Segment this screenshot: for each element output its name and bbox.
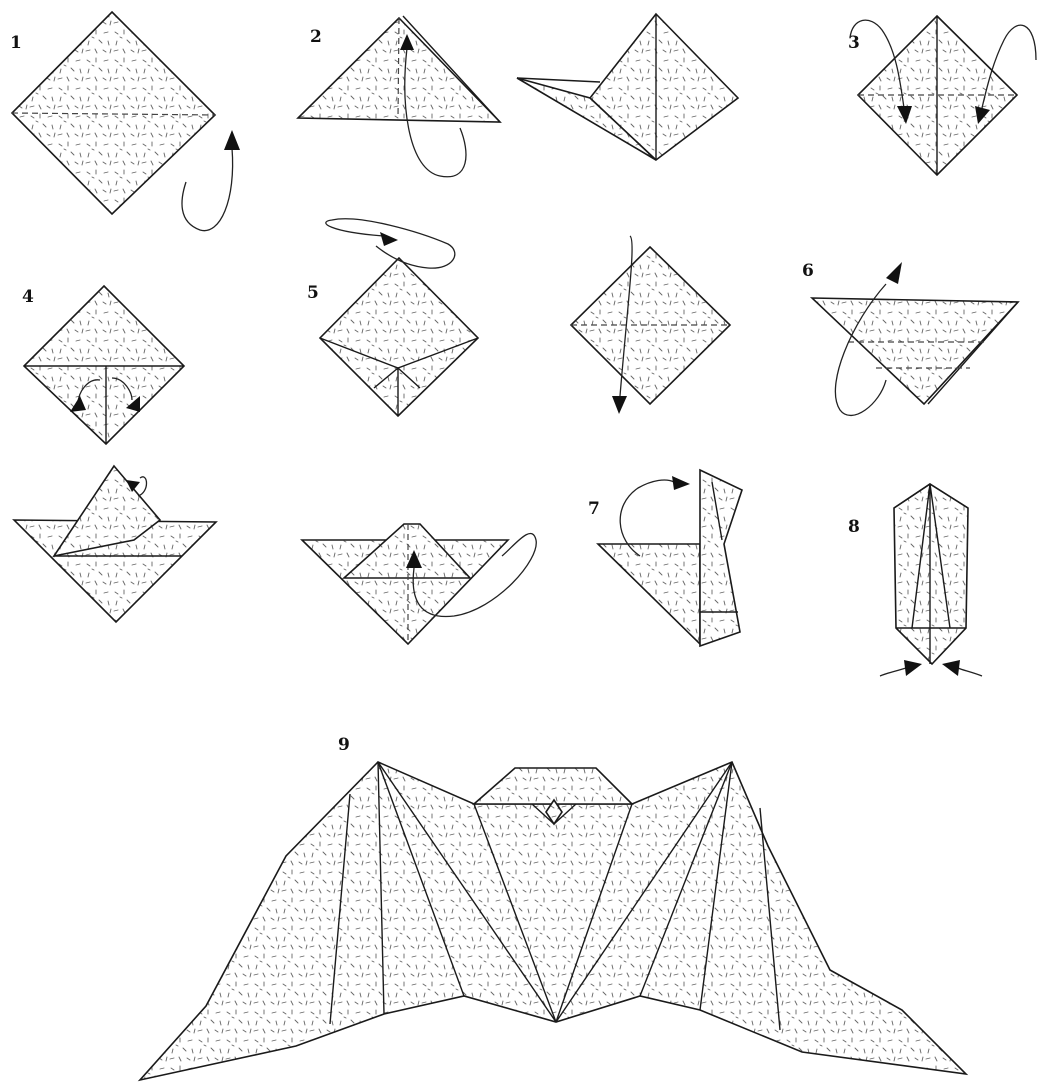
- step-3: 3: [848, 16, 1036, 175]
- step-6-result: [14, 466, 216, 622]
- arrow-head-icon: [672, 476, 690, 490]
- step-1-number: 1: [10, 33, 22, 53]
- step-8-number: 8: [848, 517, 860, 537]
- step-6: 6: [802, 261, 1018, 415]
- step-7-flap: [700, 470, 742, 646]
- step-5-turn-over-arrow: [326, 219, 455, 268]
- step-7-number: 7: [588, 499, 600, 519]
- arrow-head-icon: [904, 660, 922, 676]
- step-8-left-arrow: [880, 668, 906, 676]
- step-9-head: [474, 768, 632, 804]
- step-6-result-2: [302, 524, 536, 644]
- step-5-result: [571, 236, 730, 414]
- arrow-head-icon: [380, 232, 398, 246]
- step-6b-arrow: [138, 477, 147, 496]
- step-2-number: 2: [310, 27, 322, 47]
- step-6-number: 6: [802, 261, 814, 281]
- step-7-triangle: [598, 544, 700, 644]
- step-1: 1: [10, 12, 240, 231]
- step-8-body: [894, 484, 968, 664]
- step-5: 5: [307, 219, 478, 416]
- step-4-square: [24, 286, 184, 444]
- step-1-fold-arrow: [182, 148, 233, 231]
- step-2b-square: [590, 14, 738, 160]
- step-2-result: [517, 14, 738, 160]
- step-5-square: [320, 258, 478, 416]
- arrow-head-icon: [942, 660, 960, 676]
- step-8: 8: [848, 484, 982, 676]
- step-4-number: 4: [22, 287, 34, 307]
- step-9: 9: [140, 735, 966, 1080]
- step-7: 7: [588, 470, 742, 646]
- step-5-number: 5: [307, 283, 319, 303]
- arrow-head-icon: [224, 130, 240, 150]
- step-9-number: 9: [338, 735, 350, 755]
- arrow-head-icon: [886, 262, 902, 284]
- step-2: 2: [298, 16, 500, 177]
- arrow-head-icon: [612, 396, 627, 414]
- step-4: 4: [22, 286, 184, 444]
- step-8-right-arrow: [958, 668, 982, 676]
- step-6-triangle: [812, 298, 1018, 404]
